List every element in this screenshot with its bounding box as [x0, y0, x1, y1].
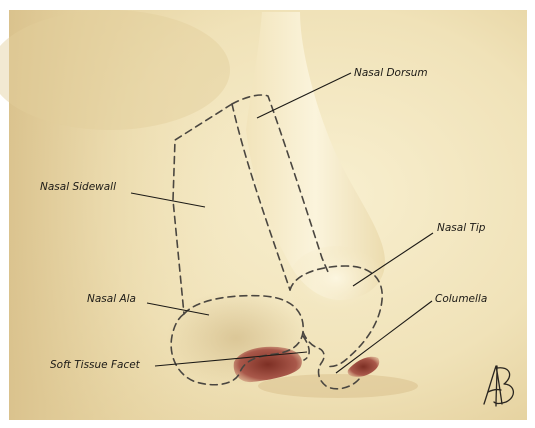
label-columella: Columella: [435, 293, 487, 305]
label-nasal-dorsum: Nasal Dorsum: [354, 67, 428, 79]
label-nasal-ala: Nasal Ala: [87, 293, 136, 305]
nose-base-shadow: [258, 374, 418, 398]
nasal-tip-highlight: [288, 246, 384, 318]
label-soft-tissue-facet: Soft Tissue Facet: [50, 359, 141, 371]
label-nasal-tip: Nasal Tip: [437, 222, 486, 234]
label-nasal-sidewall: Nasal Sidewall: [40, 181, 116, 193]
brow-shadow: [0, 10, 230, 130]
